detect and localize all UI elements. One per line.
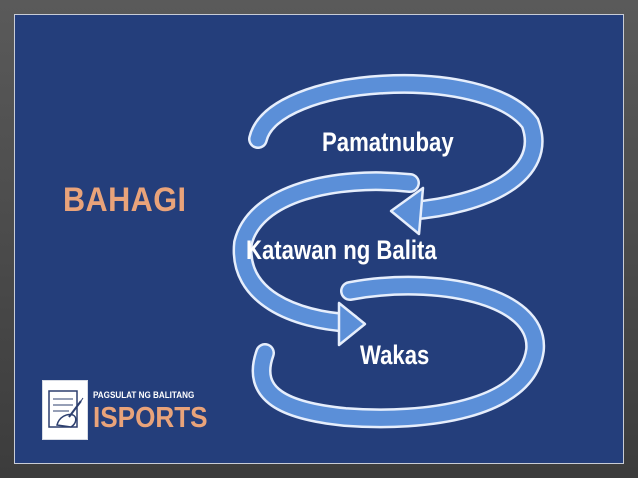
logo-subtitle: PAGSULAT NG BALITANG bbox=[93, 390, 195, 400]
step-katawan-ng-balita: Katawan ng Balita bbox=[246, 235, 437, 265]
flow-diagram bbox=[232, 74, 546, 429]
arrow-loop-wakas-fill bbox=[254, 278, 543, 426]
logo: PAGSULAT NG BALITANG ISPORTS bbox=[42, 380, 210, 442]
step-wakas: Wakas bbox=[360, 340, 430, 370]
slide: BAHAGI Pamatnubay Katawan ng Balita Waka… bbox=[14, 14, 624, 464]
logo-badge bbox=[42, 380, 88, 440]
arrow-loop-katawan-fill bbox=[235, 173, 418, 331]
logo-title: ISPORTS bbox=[93, 402, 208, 434]
arrowhead-to-katawan bbox=[389, 186, 425, 236]
arrow-loop-pamatnubay-fill bbox=[250, 76, 542, 219]
writing-hand-icon bbox=[48, 390, 84, 428]
diagram-title: BAHAGI bbox=[63, 181, 187, 219]
arrowhead-to-wakas bbox=[337, 301, 367, 347]
step-pamatnubay: Pamatnubay bbox=[322, 127, 454, 157]
